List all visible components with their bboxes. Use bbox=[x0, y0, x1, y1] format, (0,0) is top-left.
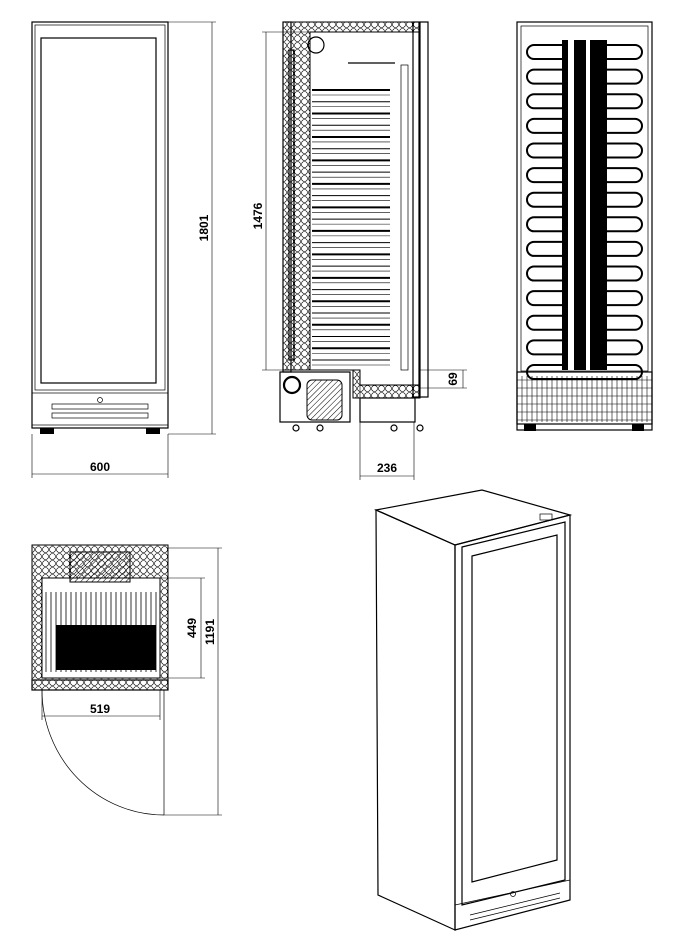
dim-inner-width: 519 bbox=[90, 702, 110, 716]
grid-block bbox=[56, 625, 156, 670]
fan-icon bbox=[307, 36, 325, 54]
back-view bbox=[516, 21, 653, 431]
dim-inner-height: 1476 bbox=[251, 202, 265, 229]
dim-front-width: 600 bbox=[90, 460, 110, 474]
front-view: 1801 600 bbox=[31, 21, 216, 478]
dim-step-height: 69 bbox=[446, 372, 460, 386]
compressor-fan-icon bbox=[282, 375, 302, 395]
perspective-view bbox=[373, 489, 573, 931]
front-foot-left bbox=[40, 428, 54, 434]
shelves bbox=[312, 89, 390, 366]
dim-step-depth: 236 bbox=[377, 461, 397, 475]
lock-icon bbox=[97, 397, 103, 403]
side-section-view: 1476 69 236 bbox=[251, 21, 467, 480]
front-foot-right bbox=[146, 428, 160, 434]
dim-door-open-depth: 1191 bbox=[203, 619, 217, 645]
compressor bbox=[306, 379, 343, 421]
door-swing-arc bbox=[41, 689, 165, 816]
top-shelf-grid bbox=[45, 592, 157, 672]
dim-front-height: 1801 bbox=[197, 214, 211, 241]
dim-inner-depth: 449 bbox=[185, 618, 199, 638]
top-view: 449 1191 519 bbox=[31, 544, 222, 816]
back-grill bbox=[517, 376, 652, 422]
